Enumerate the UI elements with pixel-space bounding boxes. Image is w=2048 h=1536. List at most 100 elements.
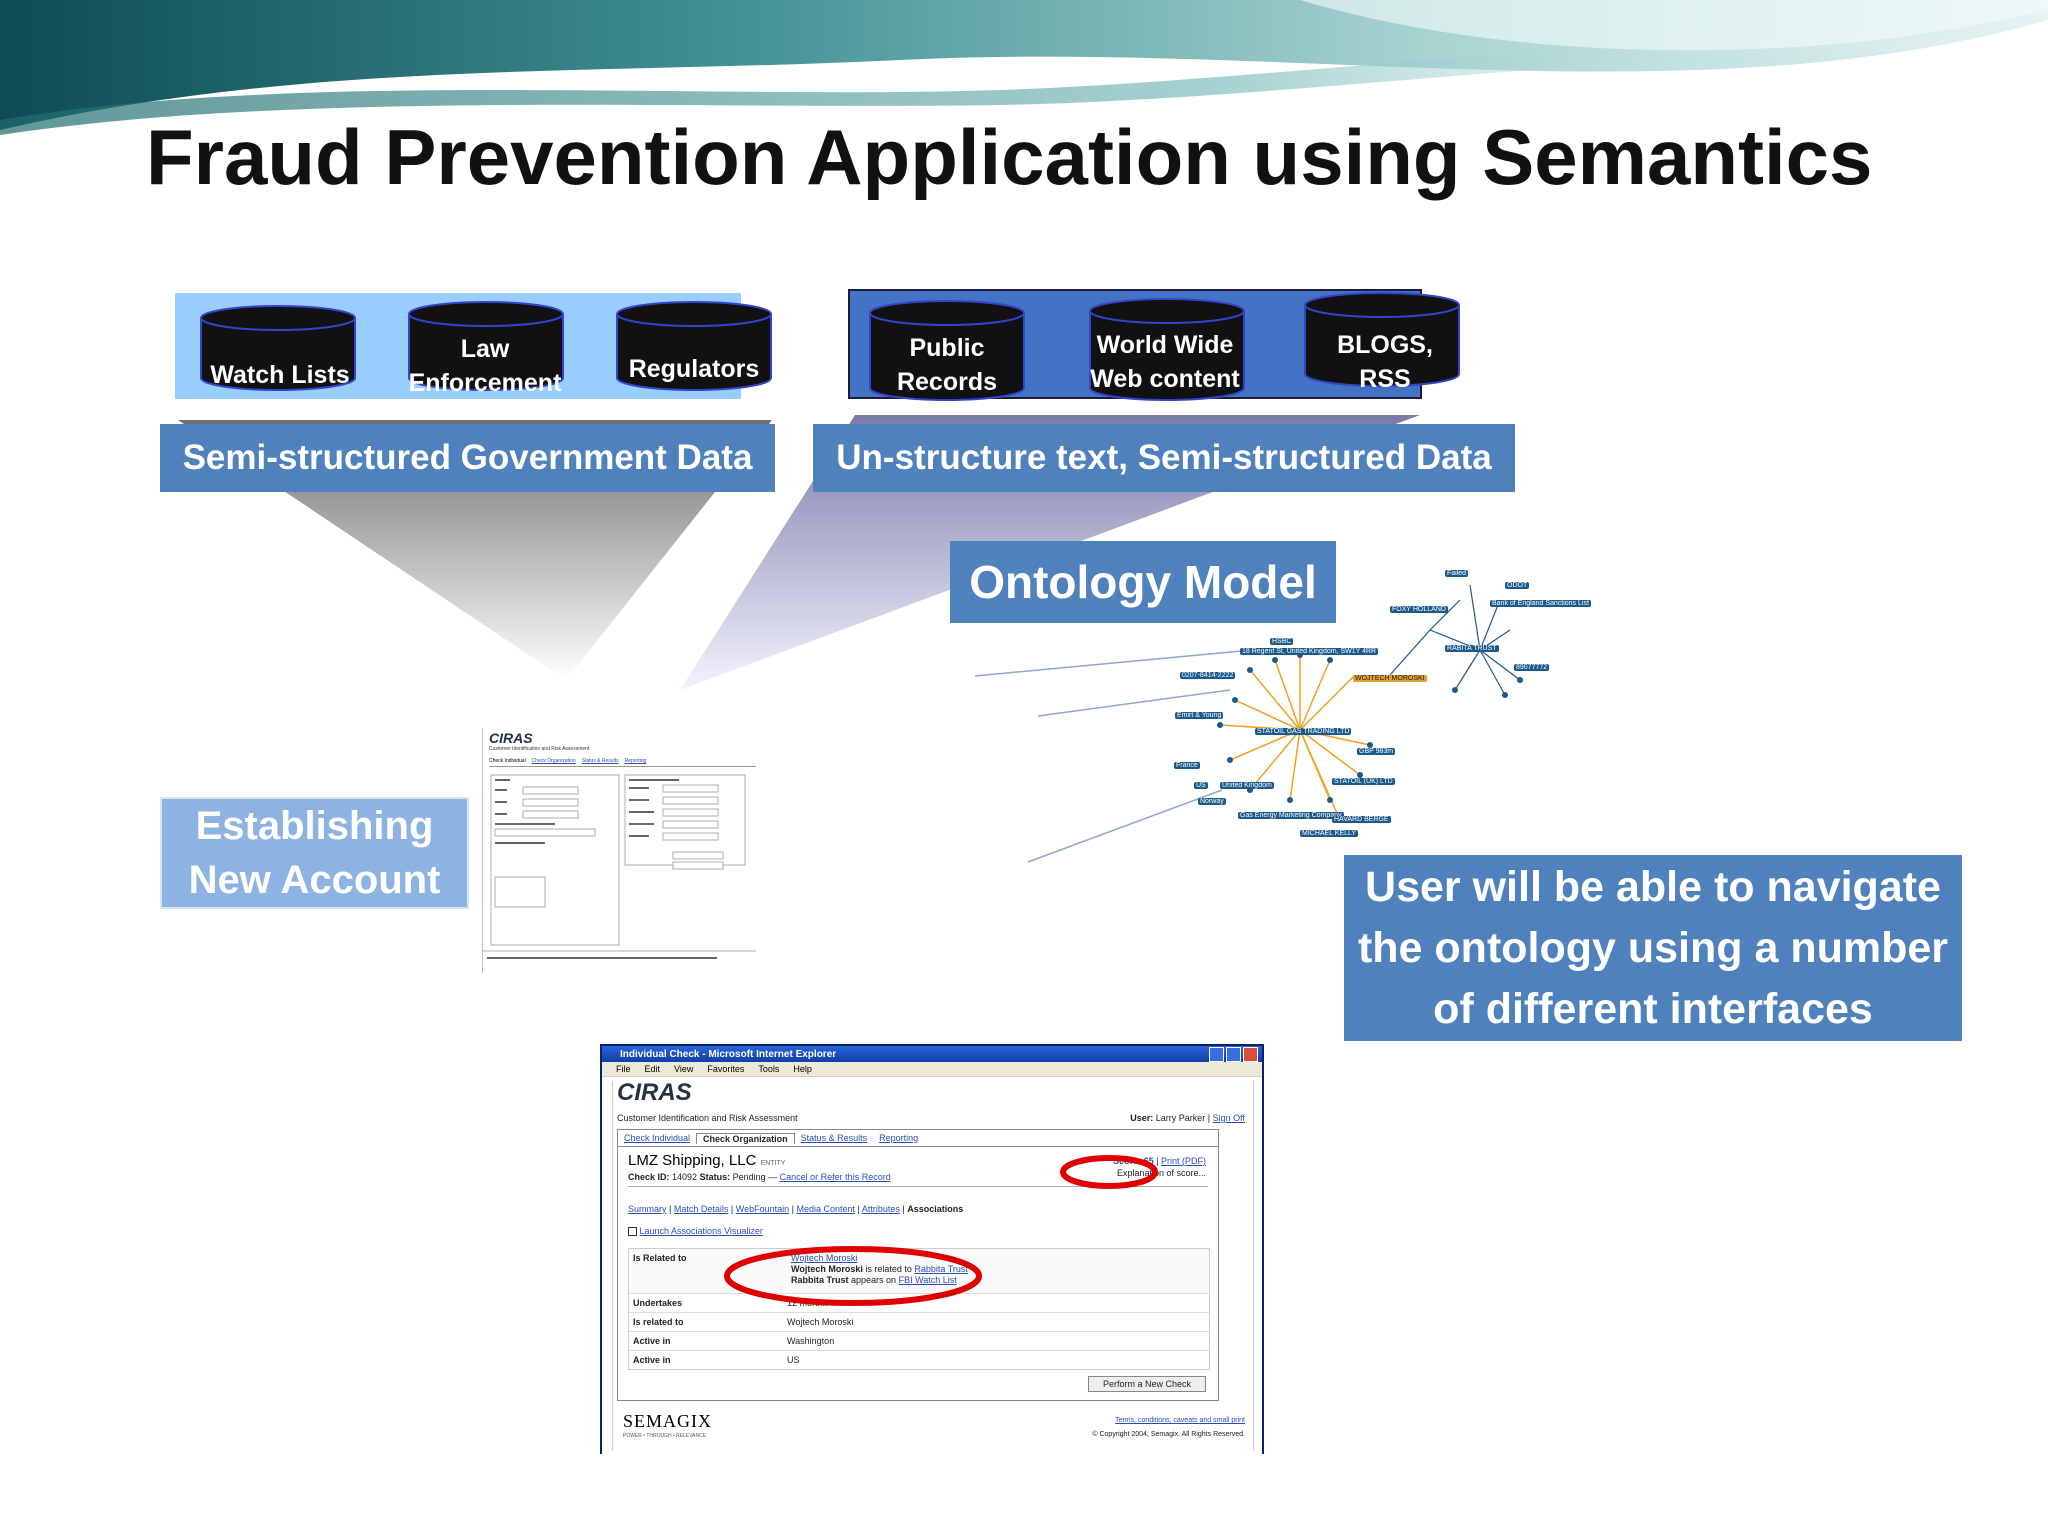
launch-icon[interactable] — [628, 1227, 637, 1237]
check-id-value: 14092 — [672, 1172, 698, 1182]
tab-check-individual[interactable]: Check Individual — [624, 1133, 691, 1143]
browser-menu-bar: File Edit View Favorites Tools Help — [602, 1062, 1262, 1077]
entity-tag: ENTITY — [760, 1160, 786, 1167]
terms-link[interactable]: Terms, conditions, caveats and small pri… — [1115, 1417, 1245, 1424]
launch-visualizer-link[interactable]: Launch Associations Visualizer — [639, 1226, 763, 1236]
establishing-label-line2: New Account — [188, 858, 441, 902]
menu-file[interactable]: File — [616, 1064, 631, 1074]
semagix-logo: SEMAGIX — [623, 1411, 713, 1431]
unstructured-data-label: Un-structure text, Semi-structured Data — [813, 424, 1515, 492]
company-name-text: LMZ Shipping, LLC — [628, 1152, 757, 1169]
graph-node: MICHAEL KELLY — [1300, 830, 1359, 837]
related-verb: appears on — [851, 1275, 897, 1285]
row-label: Is related to — [633, 1317, 684, 1327]
form-tab[interactable]: Check Individual — [489, 758, 526, 764]
slide-title: Fraud Prevention Application using Seman… — [146, 113, 1873, 201]
ciras-subtitle: Customer Identification and Risk Assessm… — [617, 1113, 798, 1123]
navigate-ontology-box: User will be able to navigate the ontolo… — [1344, 855, 1962, 1041]
row-value: Wojtech Moroski — [787, 1317, 854, 1327]
browser-title-bar: Individual Check - Microsoft Internet Ex… — [602, 1046, 1262, 1062]
close-icon[interactable] — [1243, 1047, 1258, 1062]
graph-node: Norway — [1198, 798, 1226, 805]
menu-favorites[interactable]: Favorites — [707, 1064, 745, 1074]
graph-node: US — [1194, 782, 1208, 789]
subnav-attributes[interactable]: Attributes — [861, 1204, 900, 1214]
minimize-icon[interactable] — [1209, 1047, 1224, 1062]
divider — [628, 1186, 1208, 1187]
graph-node: HSBC — [1270, 638, 1294, 645]
table-row: Is related to Wojtech Moroski — [629, 1313, 1209, 1332]
table-row: Active in US — [629, 1351, 1209, 1369]
database-cylinders — [200, 292, 1460, 401]
graph-node: 0207-8414-2222 — [1180, 672, 1236, 679]
watch-list-link[interactable]: FBI Watch List — [898, 1275, 957, 1285]
record-tabs: Check Individual Check Organization Stat… — [618, 1130, 1218, 1147]
form-tab[interactable]: Reporting — [624, 758, 647, 764]
form-subtitle: Customer Identification and Risk Assessm… — [489, 746, 590, 752]
user-info: User: Larry Parker | Sign Off — [1130, 1113, 1245, 1123]
related-link[interactable]: Wojtech Moroski — [791, 1253, 858, 1263]
sign-off-link[interactable]: Sign Off — [1212, 1113, 1245, 1123]
user-label: User: — [1130, 1113, 1154, 1123]
graph-node: 18 Regent St, United Kingdom, SW1Y 4RR — [1240, 648, 1379, 655]
semagix-tagline: POWER • THROUGH • RELEVANCE — [623, 1433, 707, 1439]
establishing-label-line1: Establishing — [195, 804, 434, 848]
score-highlight-ellipse — [1060, 1155, 1158, 1189]
navigate-line2: the ontology using a number — [1357, 923, 1949, 972]
row-label: Is Related to — [633, 1253, 687, 1263]
tab-status-results[interactable]: Status & Results — [800, 1133, 868, 1143]
subnav-associations[interactable]: Associations — [907, 1204, 964, 1214]
subnav-media-content[interactable]: Media Content — [796, 1204, 855, 1214]
related-target-link[interactable]: Rabbita Trust — [914, 1264, 968, 1274]
tab-reporting[interactable]: Reporting — [879, 1133, 919, 1143]
source-web-content: World Wide Web content — [1090, 331, 1240, 393]
ciras-logo: CIRAS — [617, 1079, 692, 1106]
menu-help[interactable]: Help — [793, 1064, 812, 1074]
record-subnav: Summary | Match Details | WebFountain | … — [628, 1204, 964, 1214]
subnav-webfountain[interactable]: WebFountain — [735, 1204, 790, 1214]
form-fields-sketch — [483, 774, 756, 959]
government-data-label: Semi-structured Government Data — [160, 424, 775, 492]
source-blogs-rss: BLOGS, RSS — [1337, 331, 1433, 393]
navigate-line1: User will be able to navigate — [1365, 862, 1941, 911]
graph-node: France — [1174, 762, 1200, 769]
graph-node: United Kingdom — [1220, 782, 1274, 789]
graph-node: RABITA TRUST — [1445, 645, 1499, 652]
graph-node: Emirt & Young — [1175, 712, 1224, 719]
form-tab[interactable]: Check Organization — [531, 758, 576, 764]
graph-node: Bank of England Sanctions List — [1490, 600, 1591, 607]
perform-new-check-button[interactable]: Perform a New Check — [1087, 1376, 1206, 1392]
subnav-match-details[interactable]: Match Details — [673, 1204, 729, 1214]
row-label: Active in — [633, 1355, 671, 1365]
print-pdf-link[interactable]: Print (PDF) — [1161, 1156, 1206, 1166]
check-id-label: Check ID: — [628, 1172, 670, 1182]
company-name: LMZ Shipping, LLC ENTITY — [628, 1152, 785, 1169]
row-value: Wojtech Moroski Wojtech Moroski is relat… — [787, 1249, 972, 1293]
status-value: Pending — [732, 1172, 766, 1182]
tab-check-organization[interactable]: Check Organization — [696, 1132, 795, 1144]
graph-node: Gas Energy Marketing Company — [1238, 812, 1344, 819]
check-id-line: Check ID: 14092 Status: Pending — Cancel… — [628, 1172, 891, 1182]
graph-node: ODOT — [1505, 582, 1530, 589]
source-watch-lists: Watch Lists — [210, 361, 350, 389]
visualizer-row: Launch Associations Visualizer — [628, 1226, 763, 1237]
graph-node: 89077772 — [1514, 664, 1550, 671]
table-row: Active in Washington — [629, 1332, 1209, 1351]
form-logo: CIRAS — [489, 730, 533, 746]
menu-view[interactable]: View — [674, 1064, 694, 1074]
header-wave-decoration — [0, 0, 2048, 135]
row-value: US — [787, 1355, 800, 1365]
copyright-text: © Copyright 2004, Semagix. All Rights Re… — [1092, 1431, 1245, 1438]
window-controls — [1209, 1047, 1258, 1062]
ontology-model-label: Ontology Model — [950, 541, 1336, 623]
ontology-graph — [1217, 584, 1523, 821]
new-account-form-thumbnail: CIRAS Customer Identification and Risk A… — [482, 728, 756, 973]
menu-edit[interactable]: Edit — [644, 1064, 661, 1074]
subnav-summary[interactable]: Summary — [628, 1204, 667, 1214]
cancel-refer-link[interactable]: Cancel or Refer this Record — [779, 1172, 891, 1182]
maximize-icon[interactable] — [1226, 1047, 1241, 1062]
form-tab[interactable]: Status & Results — [581, 758, 619, 764]
menu-tools[interactable]: Tools — [758, 1064, 780, 1074]
related-entity: Wojtech Moroski — [791, 1264, 863, 1274]
